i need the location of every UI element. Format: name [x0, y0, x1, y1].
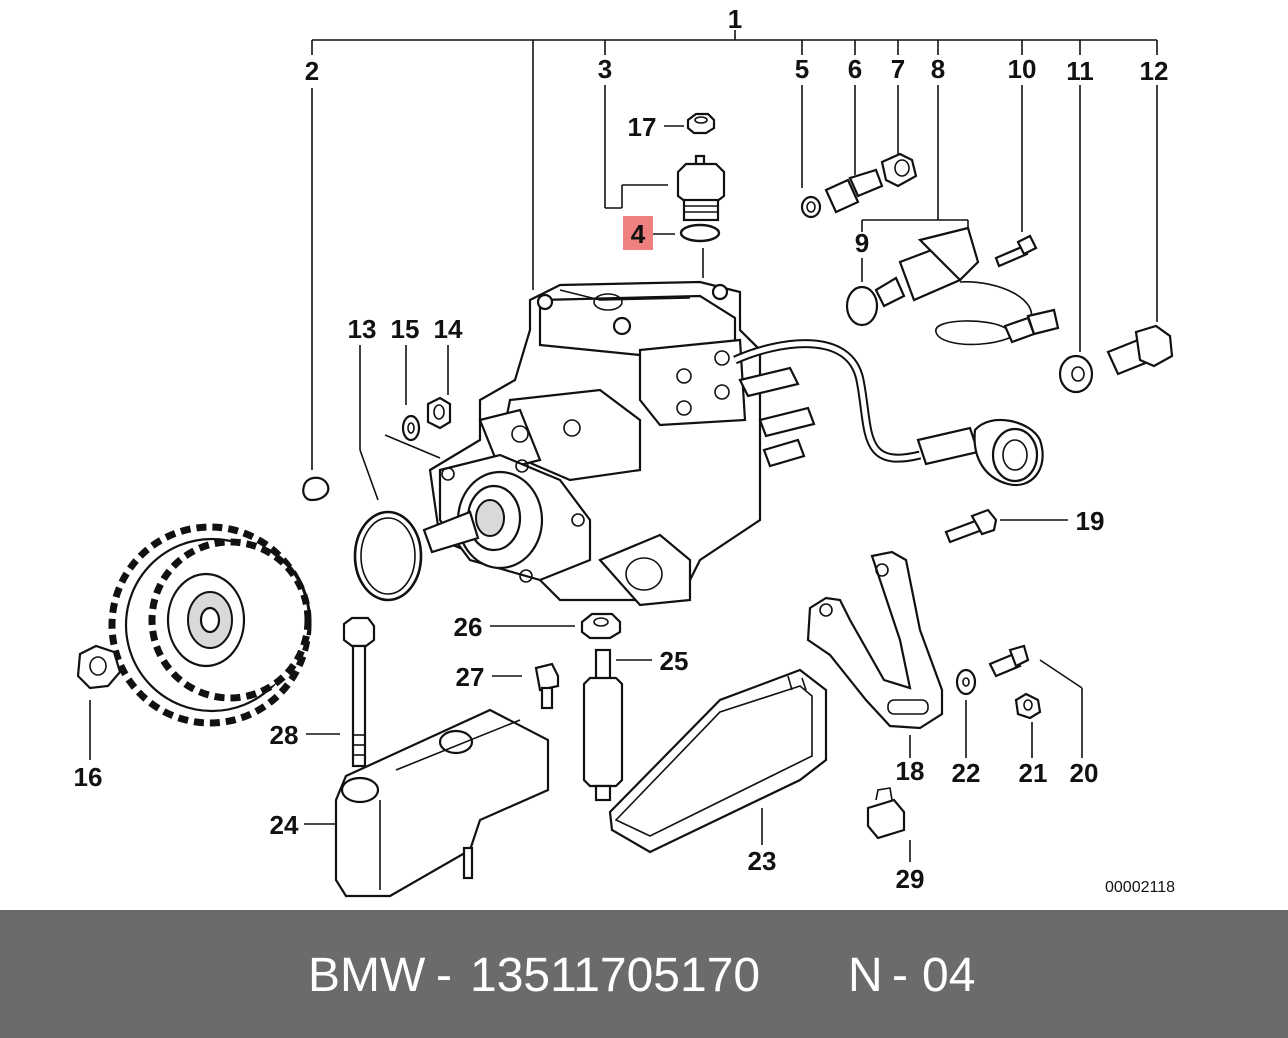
- part-19-bolt: [944, 508, 998, 544]
- position-number: 04: [922, 949, 976, 1002]
- part-14-nut: [426, 396, 452, 430]
- part-21-nut: [1014, 692, 1042, 720]
- label-part-10[interactable]: 10: [1008, 54, 1037, 84]
- brand-separator: -: [436, 949, 452, 1002]
- label-part-19[interactable]: 19: [1076, 506, 1105, 536]
- part-15-washer: [401, 414, 421, 442]
- part-20-bolt: [988, 644, 1030, 678]
- highlight-box: [623, 216, 653, 250]
- label-part-5[interactable]: 5: [795, 54, 809, 84]
- sprocket-gear: [108, 523, 312, 727]
- label-part-8[interactable]: 8: [931, 54, 945, 84]
- part-9-o-ring: [845, 285, 879, 327]
- part-2-key: [302, 476, 330, 502]
- label-part-21[interactable]: 21: [1019, 758, 1048, 788]
- part-8-solenoid: [874, 226, 1060, 346]
- label-part-23[interactable]: 23: [748, 846, 777, 876]
- label-part-11[interactable]: 11: [1066, 56, 1094, 86]
- label-part-4[interactable]: 4: [631, 219, 646, 249]
- part-24-bracket: [334, 708, 550, 898]
- part-22-washer: [955, 668, 977, 696]
- label-part-9[interactable]: 9: [855, 228, 869, 258]
- part-23-bracket: [608, 668, 828, 854]
- label-part-28[interactable]: 28: [270, 720, 299, 750]
- label-part-2[interactable]: 2: [305, 56, 319, 86]
- part-16-nut: [76, 644, 122, 690]
- label-part-6[interactable]: 6: [848, 54, 862, 84]
- part-labels: 1 2 3 4 5 6 7 8 9 10 11 12 13 14 15 16 1…: [74, 4, 1176, 896]
- position-separator: -: [892, 949, 908, 1002]
- part-29-clip: [866, 787, 906, 840]
- part-26-nut: [580, 612, 622, 640]
- parts-diagram: 1 2 3 4 5 6 7 8 9 10 11 12 13 14 15 16 1…: [74, 4, 1176, 898]
- label-part-12[interactable]: 12: [1140, 56, 1169, 86]
- label-part-16[interactable]: 16: [74, 762, 103, 792]
- part-3-valve: [676, 154, 726, 222]
- label-part-7[interactable]: 7: [891, 54, 905, 84]
- reference-number: 00002118: [1105, 879, 1175, 896]
- part-25-stud: [582, 648, 624, 802]
- position-prefix: N: [848, 949, 883, 1002]
- label-part-15[interactable]: 15: [391, 314, 420, 344]
- part-18-bracket: [806, 550, 944, 730]
- label-part-24[interactable]: 24: [270, 810, 299, 840]
- part-12-bolt: [1106, 324, 1174, 376]
- injection-pump: [422, 280, 1044, 607]
- label-part-20[interactable]: 20: [1070, 758, 1099, 788]
- leader-lines: [89, 30, 1158, 862]
- label-part-3[interactable]: 3: [598, 54, 612, 84]
- label-part-22[interactable]: 22: [952, 758, 981, 788]
- part-4-o-ring: [679, 223, 721, 243]
- label-part-26[interactable]: 26: [454, 612, 483, 642]
- label-part-25[interactable]: 25: [660, 646, 689, 676]
- part-28-bolt: [342, 616, 376, 768]
- part-11-washer: [1058, 354, 1094, 394]
- brand-name: BMW: [308, 949, 426, 1002]
- part-10-screw: [994, 234, 1038, 268]
- part-13-seal: [353, 510, 423, 602]
- label-part-1[interactable]: 1: [728, 4, 742, 34]
- part-5-6-7-fittings: [800, 152, 918, 219]
- part-number-footer: BMW - 13511705170 N - 04: [0, 910, 1288, 1038]
- label-part-13[interactable]: 13: [348, 314, 377, 344]
- label-part-14[interactable]: 14: [434, 314, 463, 344]
- label-part-17[interactable]: 17: [628, 112, 657, 142]
- label-part-18[interactable]: 18: [896, 756, 925, 786]
- label-part-29[interactable]: 29: [896, 864, 925, 894]
- part-27-bolt: [534, 662, 560, 710]
- part-17-nut: [686, 112, 716, 135]
- label-part-27[interactable]: 27: [456, 662, 485, 692]
- part-number: 13511705170: [470, 949, 761, 1002]
